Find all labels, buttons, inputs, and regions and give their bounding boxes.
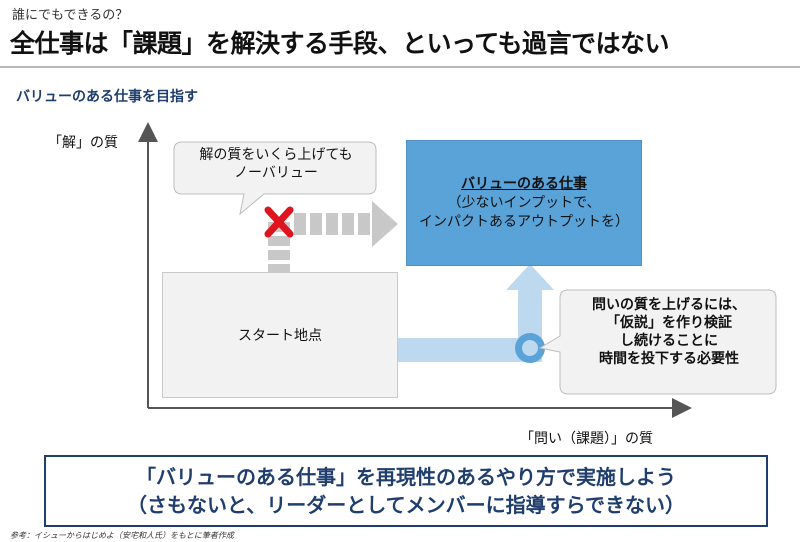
answer-callout-bubble bbox=[173, 141, 377, 216]
start-point-box: スタート地点 bbox=[162, 272, 398, 398]
start-point-label: スタート地点 bbox=[238, 328, 322, 344]
value-work-title: バリューのある仕事 bbox=[461, 175, 587, 192]
question-quality-path bbox=[398, 264, 554, 363]
question-callout-line4: 時間を投下する必要性 bbox=[599, 351, 739, 367]
question-callout-line3: し続けることに bbox=[620, 333, 718, 349]
question-callout-bubble bbox=[538, 289, 777, 395]
question-callout-text: 問いの質を上げるには、 「仮説」を作り検証 し続けることに 時間を投下する必要性 bbox=[562, 296, 776, 368]
answer-callout-line1: 解の質をいくら上げても bbox=[199, 147, 353, 163]
y-axis-label: 「解」の質 bbox=[48, 135, 118, 151]
value-work-box: バリューのある仕事 （少ないインプットで、 インパクトあるアウトプットを） bbox=[406, 140, 642, 266]
no-value-x-icon bbox=[264, 206, 294, 238]
conclusion-line2: （さもないと、リーダーとしてメンバーに指導すらできない） bbox=[127, 493, 685, 517]
value-work-line3: インパクトあるアウトプットを） bbox=[419, 213, 629, 230]
answer-callout-line2: ノーバリュー bbox=[234, 165, 318, 181]
question-callout-line1: 問いの質を上げるには、 bbox=[592, 297, 746, 313]
title-divider bbox=[0, 66, 800, 68]
conclusion-line1: 「バリューのある仕事」を再現性のあるやり方で実施しよう bbox=[136, 465, 676, 489]
reference-note: 参考：イシューからはじめよ（安宅和人氏）をもとに筆者作成 bbox=[10, 531, 234, 540]
question-callout-line2: 「仮説」を作り検証 bbox=[606, 315, 732, 331]
page-subtitle: 誰にでもできるの？ bbox=[12, 8, 129, 23]
conclusion-box: 「バリューのある仕事」を再現性のあるやり方で実施しよう （さもないと、リーダーと… bbox=[44, 455, 768, 527]
x-axis-label: 「問い（課題）」の質 bbox=[520, 431, 653, 447]
section-title: バリューのある仕事を目指す bbox=[16, 89, 198, 105]
value-work-line2: （少ないインプットで、 bbox=[447, 194, 601, 211]
page-title: 全仕事は「課題」を解決する手段、といっても過言ではない bbox=[10, 29, 670, 58]
answer-callout-text: 解の質をいくら上げても ノーバリュー bbox=[178, 146, 374, 182]
